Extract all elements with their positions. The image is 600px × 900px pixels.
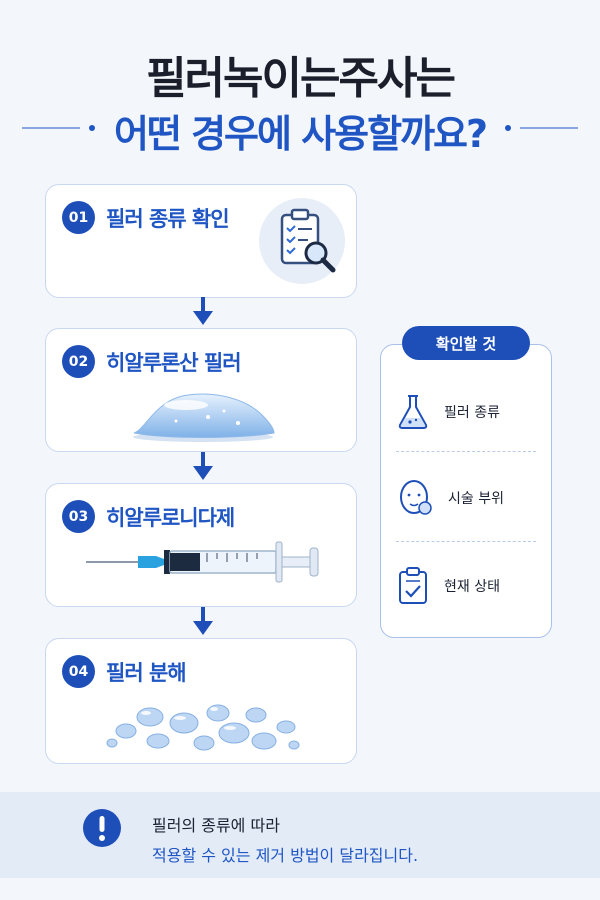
arrow-down-icon [193, 297, 213, 325]
page-subtitle: 어떤 경우에 사용할까요? [113, 112, 488, 156]
step-label: 필러 종류 확인 [106, 207, 230, 231]
step-number-badge: 02 [62, 345, 95, 378]
arrow-down-icon [193, 452, 213, 480]
checklist-item-label: 시술 부위 [448, 491, 504, 507]
page-title: 필러녹이는주사는 [146, 53, 456, 104]
notice-text-line1: 필러의 종류에 따라 [152, 816, 280, 835]
checklist-item: 현재 상태 [396, 566, 536, 606]
checklist-title: 확인할 것 [402, 326, 530, 360]
arrow-down-icon [193, 607, 213, 635]
title-left-decoration [22, 125, 95, 131]
clipboard-magnifier-icon [259, 198, 345, 284]
clipboard-check-icon [399, 567, 427, 604]
face-icon [400, 480, 432, 515]
checklist-panel [380, 344, 552, 638]
checklist-item-label: 필러 종류 [444, 405, 500, 421]
divider [396, 541, 536, 542]
title-right-decoration [505, 125, 578, 131]
checklist-item: 필러 종류 [396, 392, 536, 432]
step-card-3: 03 히알루로니다제 [45, 483, 357, 607]
notice-text-line2: 적용할 수 있는 제거 방법이 달라집니다. [152, 846, 419, 865]
syringe-icon [86, 541, 319, 583]
exclamation-icon [83, 809, 121, 847]
divider [396, 451, 536, 452]
step-label: 히알루론산 필러 [106, 351, 242, 375]
step-label: 필러 분해 [106, 661, 187, 685]
gel-drop-icon [133, 393, 275, 442]
flask-icon [398, 395, 428, 429]
checklist-item-label: 현재 상태 [444, 579, 500, 595]
bubbles-icon [106, 704, 300, 751]
step-number-badge: 04 [62, 655, 95, 688]
step-number-badge: 03 [62, 500, 95, 533]
checklist-item: 시술 부위 [396, 478, 536, 518]
step-card-2: 02 히알루론산 필러 [45, 328, 357, 452]
step-label: 히알루로니다제 [106, 506, 235, 530]
step-card-1: 01 필러 종류 확인 [45, 184, 357, 298]
step-number-badge: 01 [62, 201, 95, 234]
step-card-4: 04 필러 분해 [45, 638, 357, 764]
